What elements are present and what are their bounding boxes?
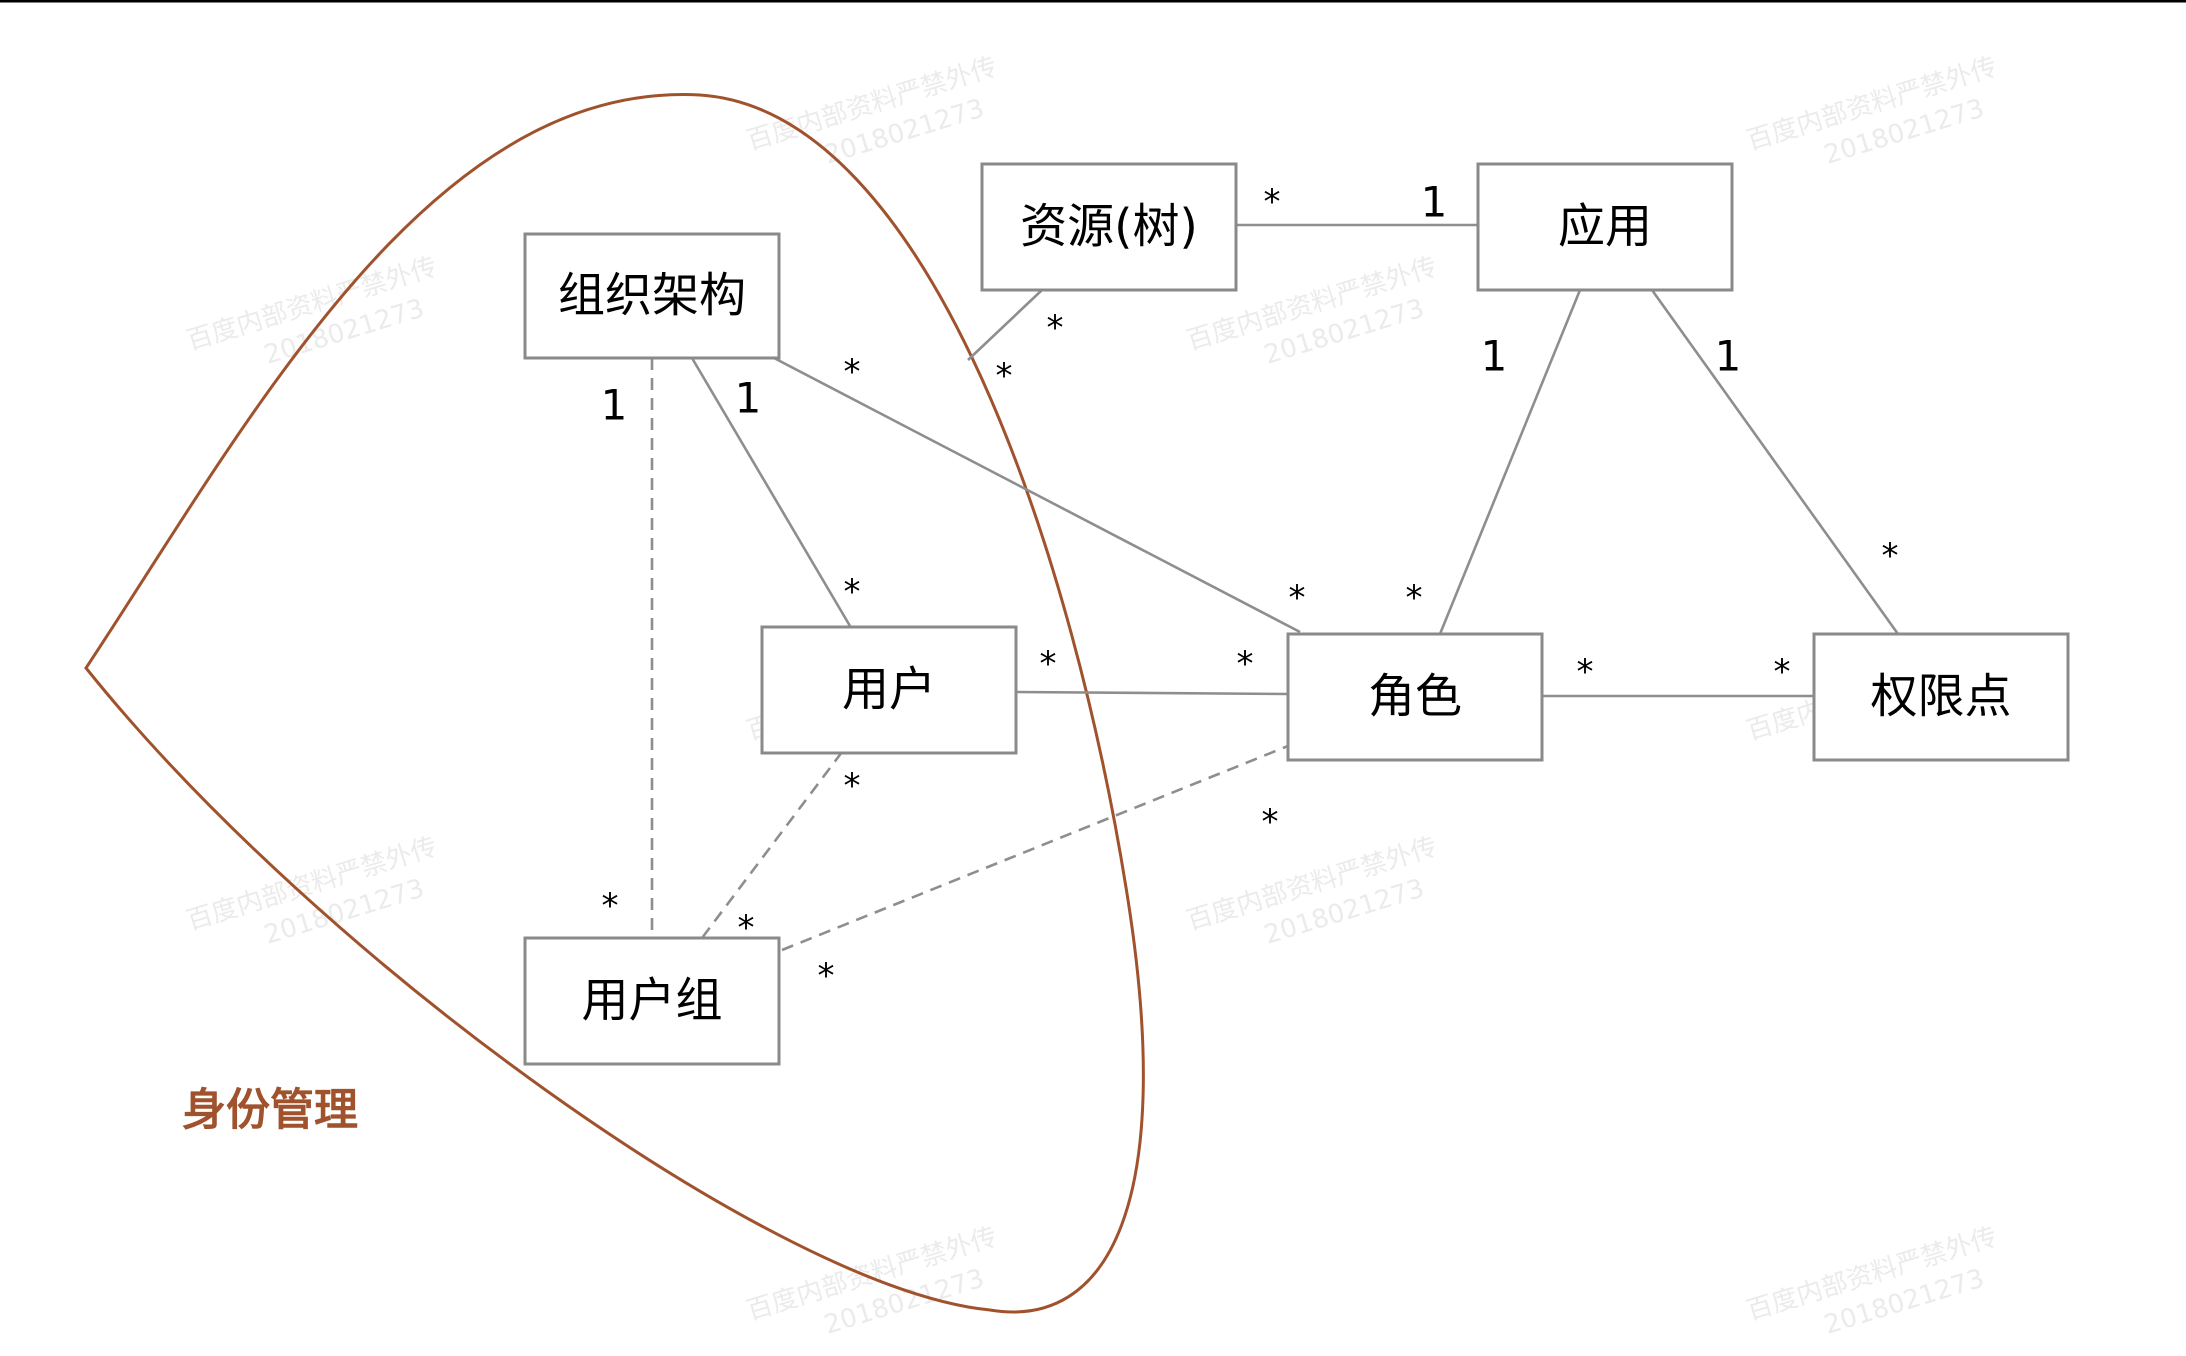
identity-boundary [84,93,1145,1314]
entity-org-label: 组织架构 [558,269,746,324]
entity-role-label: 角色 [1368,670,1462,725]
mult-group-role-group: * [818,956,835,996]
edge-user-usergroup [700,751,844,939]
edge-app-role [1438,289,1582,635]
edge-user-role [1015,690,1289,696]
edge-org-user [690,357,852,627]
mult-resource-role-resource: * [1047,308,1064,348]
entity-app[interactable]: 应用 [1476,162,1734,292]
entity-org[interactable]: 组织架构 [523,232,781,360]
mult-group-role-role: * [1262,802,1279,842]
entity-usergroup[interactable]: 用户组 [523,936,781,1066]
mult-app-role-role: * [1406,578,1423,618]
mult-user-group-group: * [738,908,755,948]
mult-resource-app-resource: * [1264,182,1281,222]
mult-org-group-group: * [602,886,619,926]
entity-role[interactable]: 角色 [1286,632,1544,762]
entity-app-label: 应用 [1558,200,1652,255]
entity-resource[interactable]: 资源(树) [980,162,1238,292]
mult-app-perm-perm: * [1882,536,1899,576]
edge-app-permission [1650,289,1900,635]
multiplicity-labels: * 1 * * 1 1 * * 1 1 * * * * * * * * * * … [601,178,1899,997]
mult-org-user-org: 1 [735,374,762,423]
mult-org-role-role: * [1289,578,1306,618]
edge-resource-role [967,289,1043,361]
mult-org-role-org: * [844,352,861,392]
mult-user-group-user: * [844,766,861,806]
mult-org-group-org: 1 [601,381,628,430]
mult-app-role-app: 1 [1481,332,1508,381]
mult-resource-role-role: * [996,356,1013,396]
entity-user-label: 用户 [842,663,936,718]
mult-role-perm-role: * [1577,652,1594,692]
edges [650,223,1900,952]
mult-resource-app-app: 1 [1421,178,1448,227]
entity-usergroup-label: 用户组 [582,974,723,1029]
mult-user-role-role: * [1237,644,1254,684]
mult-role-perm-perm: * [1774,652,1791,692]
mult-app-perm-app: 1 [1715,332,1742,381]
entity-permission-label: 权限点 [1871,670,2012,725]
group-label: 身份管理 [182,1085,358,1136]
entity-resource-label: 资源(树) [1020,200,1198,255]
edge-usergroup-role [781,744,1289,952]
mult-user-role-user: * [1040,644,1057,684]
entity-permission[interactable]: 权限点 [1812,632,2070,762]
edge-org-role [773,356,1301,634]
mult-org-user-user: * [844,572,861,612]
entity-user[interactable]: 用户 [760,625,1018,755]
